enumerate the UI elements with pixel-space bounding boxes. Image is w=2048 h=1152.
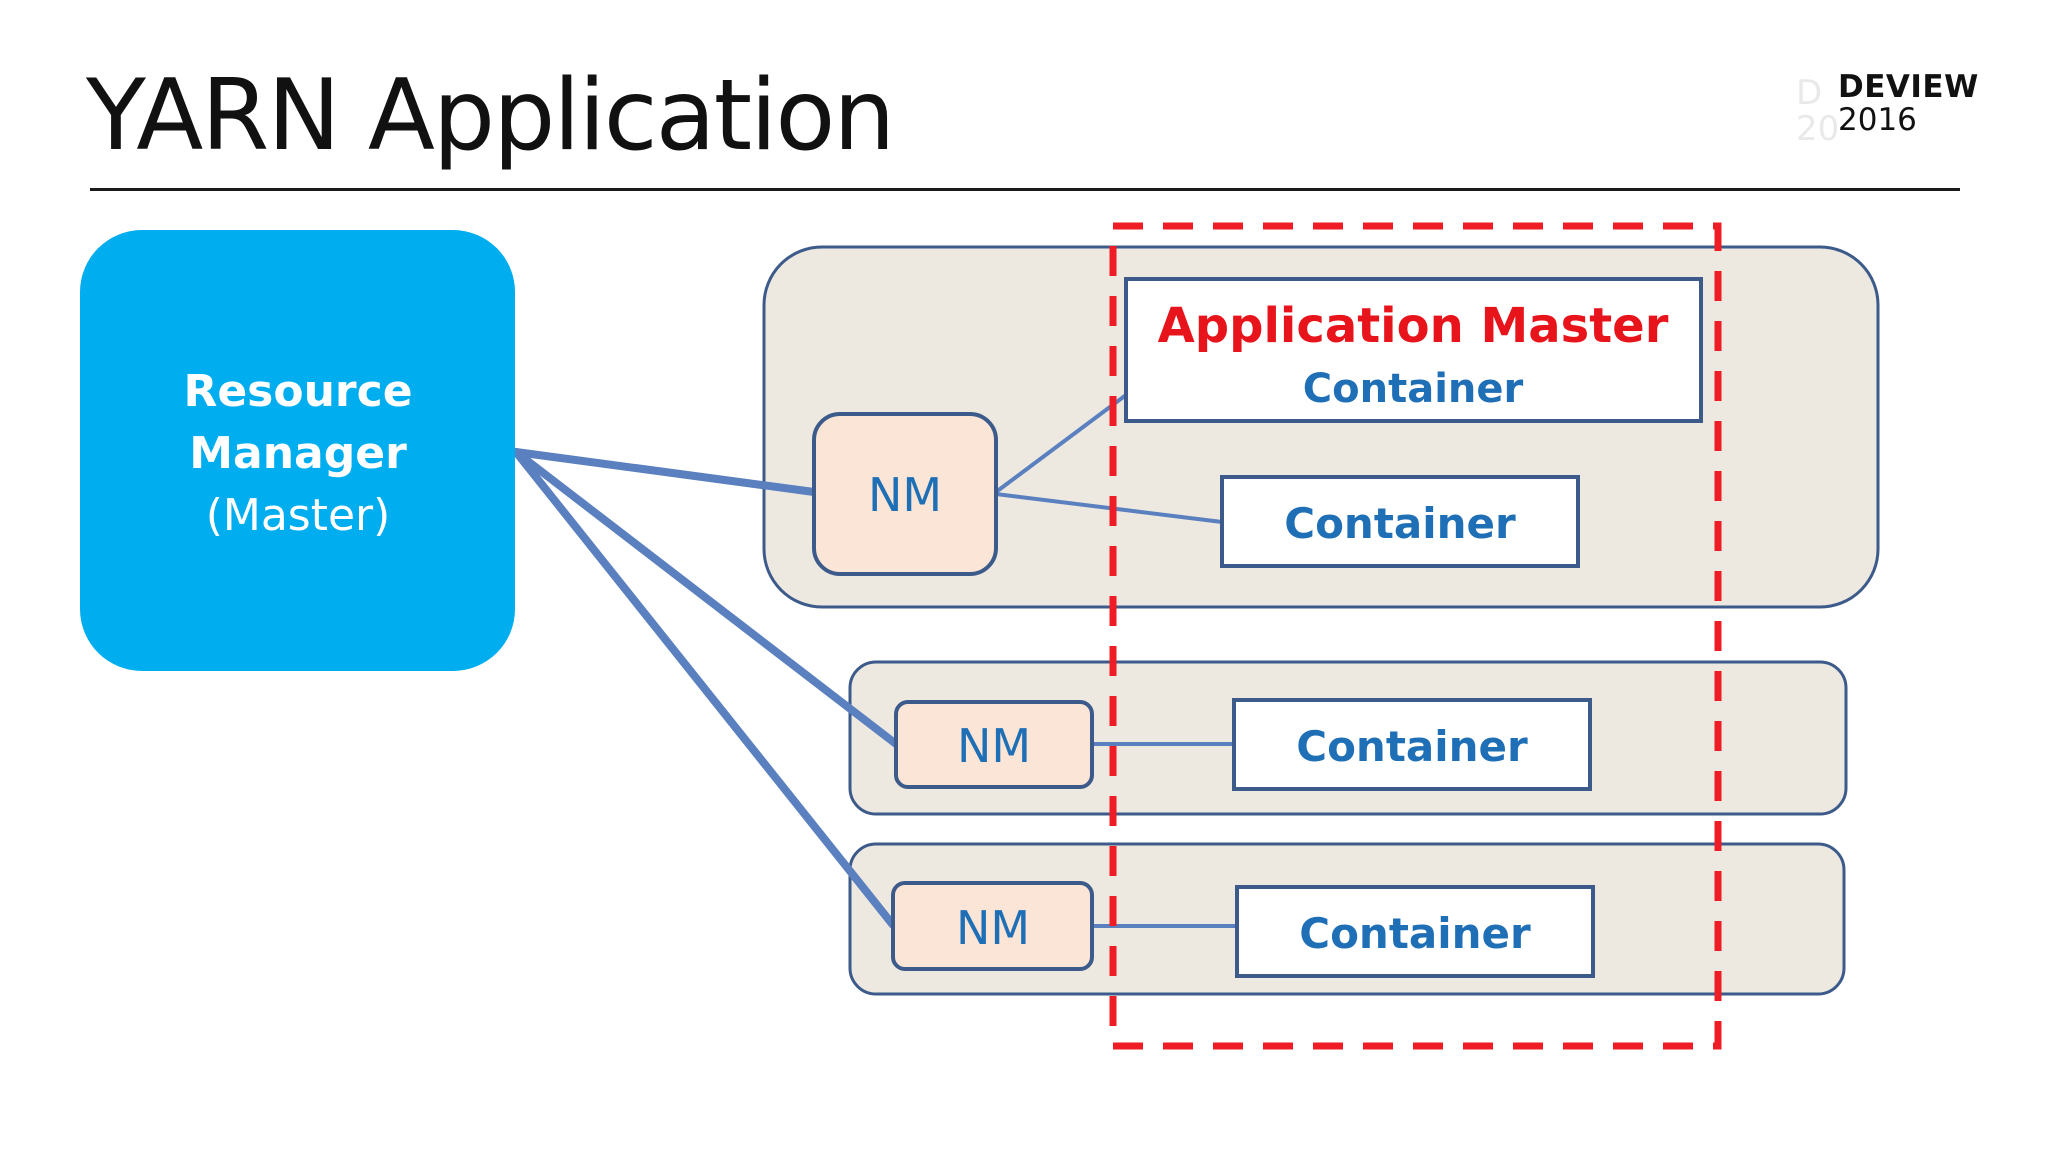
title-divider	[90, 188, 1960, 191]
rm-link-nm1	[512, 448, 818, 496]
container-box-1	[1220, 475, 1580, 568]
application-master-box	[1124, 277, 1703, 423]
container-label-1: Container	[1284, 499, 1516, 548]
application-master-label: Application Master	[1158, 298, 1669, 354]
resource-manager-label-1: Resource	[183, 366, 412, 417]
slide-title: YARN Application	[86, 59, 895, 173]
nm1-container-link	[995, 492, 1223, 524]
rm-links	[512, 448, 900, 929]
container-label-3: Container	[1299, 909, 1531, 958]
rm-link-nm3	[512, 448, 897, 929]
application-master-container-label: Container	[1303, 366, 1524, 412]
logo-year: 2016	[1838, 102, 1917, 138]
nm-label-1: NM	[868, 468, 942, 522]
container-box-3	[1235, 885, 1595, 978]
nm-box-2	[894, 700, 1094, 789]
nm-label-3: NM	[956, 901, 1030, 955]
deview-logo: DEVIEW 2016	[1838, 72, 1979, 136]
resource-manager-label-2: Manager	[189, 428, 407, 479]
nm-label-2: NM	[957, 719, 1031, 773]
nm-box-1	[812, 412, 998, 576]
nm-box-3	[891, 881, 1094, 971]
container-box-2	[1232, 698, 1592, 791]
resource-manager-box	[80, 230, 515, 671]
application-highlight-outline	[1109, 222, 1722, 1050]
resource-manager-label-3: (Master)	[206, 490, 391, 541]
rm-link-nm2	[512, 448, 900, 748]
nm1-am-link	[994, 393, 1128, 494]
container-label-2: Container	[1296, 722, 1528, 771]
logo-name: DEVIEW	[1838, 69, 1979, 105]
